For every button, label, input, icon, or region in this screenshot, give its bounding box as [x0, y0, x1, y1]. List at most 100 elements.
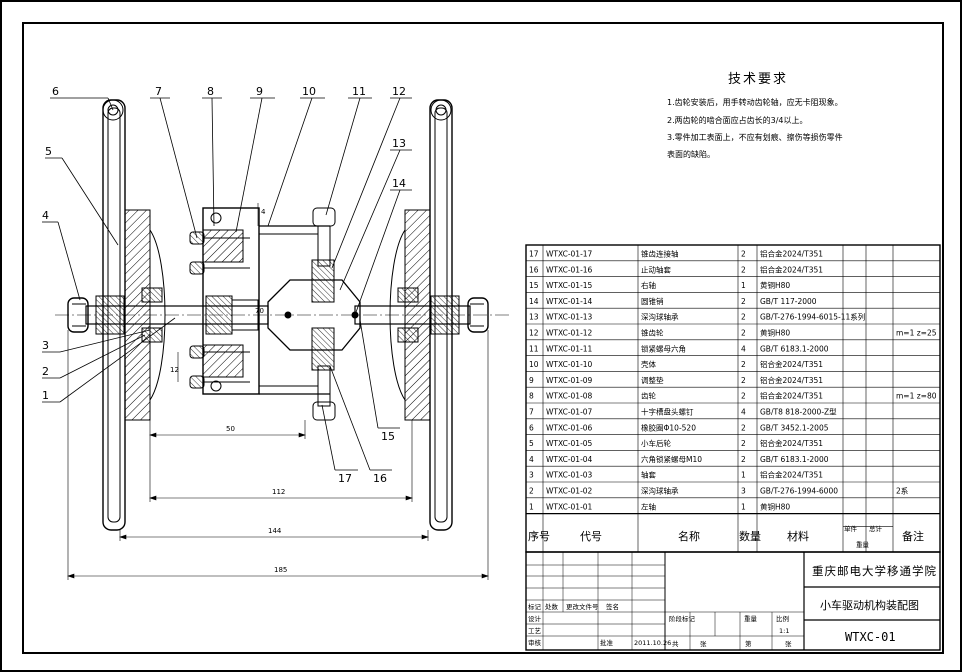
- part-material: 铝合金2024/T351: [760, 359, 823, 369]
- part-name: 圆锥销: [641, 296, 664, 306]
- part-material: GB/T 3452.1-2005: [760, 423, 829, 432]
- header-code: 代号: [580, 530, 602, 543]
- header-material: 材料: [787, 529, 809, 543]
- part-material: 铝合金2024/T351: [760, 249, 823, 259]
- header-name: 名称: [678, 529, 700, 543]
- callout-2: 2: [42, 365, 49, 378]
- part-material: 铝合金2024/T351: [760, 438, 823, 448]
- part-no: 3: [529, 471, 534, 480]
- part-name: 锁紧螺母六角: [641, 343, 686, 353]
- dim-50: 50: [226, 425, 235, 433]
- part-no: 7: [529, 408, 534, 417]
- dim-144: 144: [268, 527, 282, 535]
- part-code: WTXC-01-09: [546, 376, 593, 385]
- header-note: 备注: [902, 529, 924, 543]
- part-code: WTXC-01-05: [546, 439, 593, 448]
- part-no: 10: [529, 360, 539, 369]
- part-material: 黄铜H80: [760, 328, 790, 338]
- school-name: 重庆邮电大学移通学院: [812, 564, 937, 578]
- tb-sheet-word-1: 张: [700, 639, 707, 648]
- callout-13: 13: [392, 137, 406, 150]
- bearing-right-bottom: [397, 327, 419, 343]
- part-code: WTXC-01-10: [546, 360, 593, 369]
- tb-check: 审核: [528, 638, 542, 647]
- part-note: 2系: [896, 486, 909, 496]
- callout-17: 17: [338, 472, 352, 485]
- callout-16: 16: [373, 472, 387, 485]
- part-qty: 4: [741, 344, 746, 353]
- title-block-text: 重庆邮电大学移通学院 小车驱动机构装配图 WTXC-01 标记 处数 更改文件号…: [528, 564, 937, 648]
- part-qty: 4: [741, 408, 746, 417]
- right-wheel: [389, 99, 460, 531]
- part-no: 6: [529, 423, 534, 432]
- part-qty: 1: [741, 471, 746, 480]
- part-name: 轴套: [641, 470, 656, 480]
- part-name: 右轴: [641, 280, 656, 290]
- tb-date: 2011.10.26: [634, 639, 671, 647]
- technical-requirements: 技术要求 1.齿轮安装后，用手转动齿轮轴，应无卡阻现象。 2.两齿轮的啮合面应占…: [667, 72, 843, 159]
- part-name: 止动轴套: [641, 264, 671, 274]
- part-code: WTXC-01-17: [546, 250, 593, 259]
- part-no: 8: [529, 392, 534, 401]
- part-name: 锥齿轮: [641, 328, 664, 338]
- part-name: 小车后轮: [641, 438, 671, 448]
- part-qty: 2: [741, 250, 746, 259]
- part-qty: 2: [741, 455, 746, 464]
- callout-12: 12: [392, 85, 406, 98]
- dim-4: 4: [261, 208, 266, 216]
- left-wheel: [95, 99, 166, 531]
- part-name: 锥齿连接轴: [641, 249, 679, 259]
- callout-5: 5: [45, 145, 52, 158]
- part-qty: 2: [741, 423, 746, 432]
- parts-header: 序号 代号 名称 数量 材料 单件 总计 重量 备注: [528, 524, 924, 549]
- dim-112: 112: [272, 488, 285, 496]
- part-code: WTXC-01-13: [546, 313, 593, 322]
- part-material: GB/T 6183.1-2000: [760, 455, 829, 464]
- part-name: 左轴: [641, 501, 656, 511]
- part-no: 9: [529, 376, 534, 385]
- part-no: 2: [529, 487, 534, 496]
- part-material: 铝合金2024/T351: [760, 264, 823, 274]
- part-code: WTXC-01-03: [546, 471, 593, 480]
- tech-line-4: 表面的缺陷。: [667, 149, 715, 159]
- part-code: WTXC-01-16: [546, 265, 593, 274]
- inner-frame: [22, 22, 944, 654]
- part-material: GB/T-276-1994-6015-11系列: [760, 312, 865, 322]
- part-name: 齿轮: [641, 391, 656, 401]
- tb-sheet: 第: [745, 639, 752, 648]
- part-qty: 2: [741, 439, 746, 448]
- tech-title: 技术要求: [728, 72, 788, 87]
- tb-scale-label: 比例: [776, 614, 789, 623]
- part-no: 1: [529, 502, 534, 511]
- screws: [189, 231, 250, 389]
- part-qty: 2: [741, 376, 746, 385]
- part-name: 十字槽盘头螺钉: [641, 407, 694, 417]
- bearing-left-top: [141, 287, 163, 303]
- part-name: 深沟球轴承: [641, 486, 679, 496]
- part-no: 5: [529, 439, 534, 448]
- part-qty: 2: [741, 297, 746, 306]
- part-qty: 2: [741, 360, 746, 369]
- drawing-code: WTXC-01: [845, 630, 896, 644]
- part-material: 黄铜H80: [760, 280, 790, 290]
- part-no: 13: [529, 313, 539, 322]
- part-material: GB/T 6183.1-2000: [760, 344, 829, 353]
- bevel-gear-set: [267, 207, 361, 421]
- callout-14: 14: [392, 177, 406, 190]
- part-name: 壳体: [641, 359, 656, 369]
- callout-4: 4: [42, 209, 49, 222]
- tech-line-2: 2.两齿轮的啮合面应占齿长的3/4以上。: [667, 115, 808, 125]
- dim-12: 12: [170, 366, 179, 374]
- part-no: 12: [529, 329, 539, 338]
- part-code: WTXC-01-07: [546, 408, 593, 417]
- part-code: WTXC-01-06: [546, 423, 593, 432]
- callout-6: 6: [52, 85, 59, 98]
- part-code: WTXC-01-15: [546, 281, 593, 290]
- part-no: 15: [529, 281, 539, 290]
- part-qty: 1: [741, 502, 746, 511]
- part-name: 调整垫: [641, 375, 664, 385]
- header-weight: 重量: [856, 541, 870, 549]
- part-name: 六角锁紧螺母M10: [641, 454, 702, 464]
